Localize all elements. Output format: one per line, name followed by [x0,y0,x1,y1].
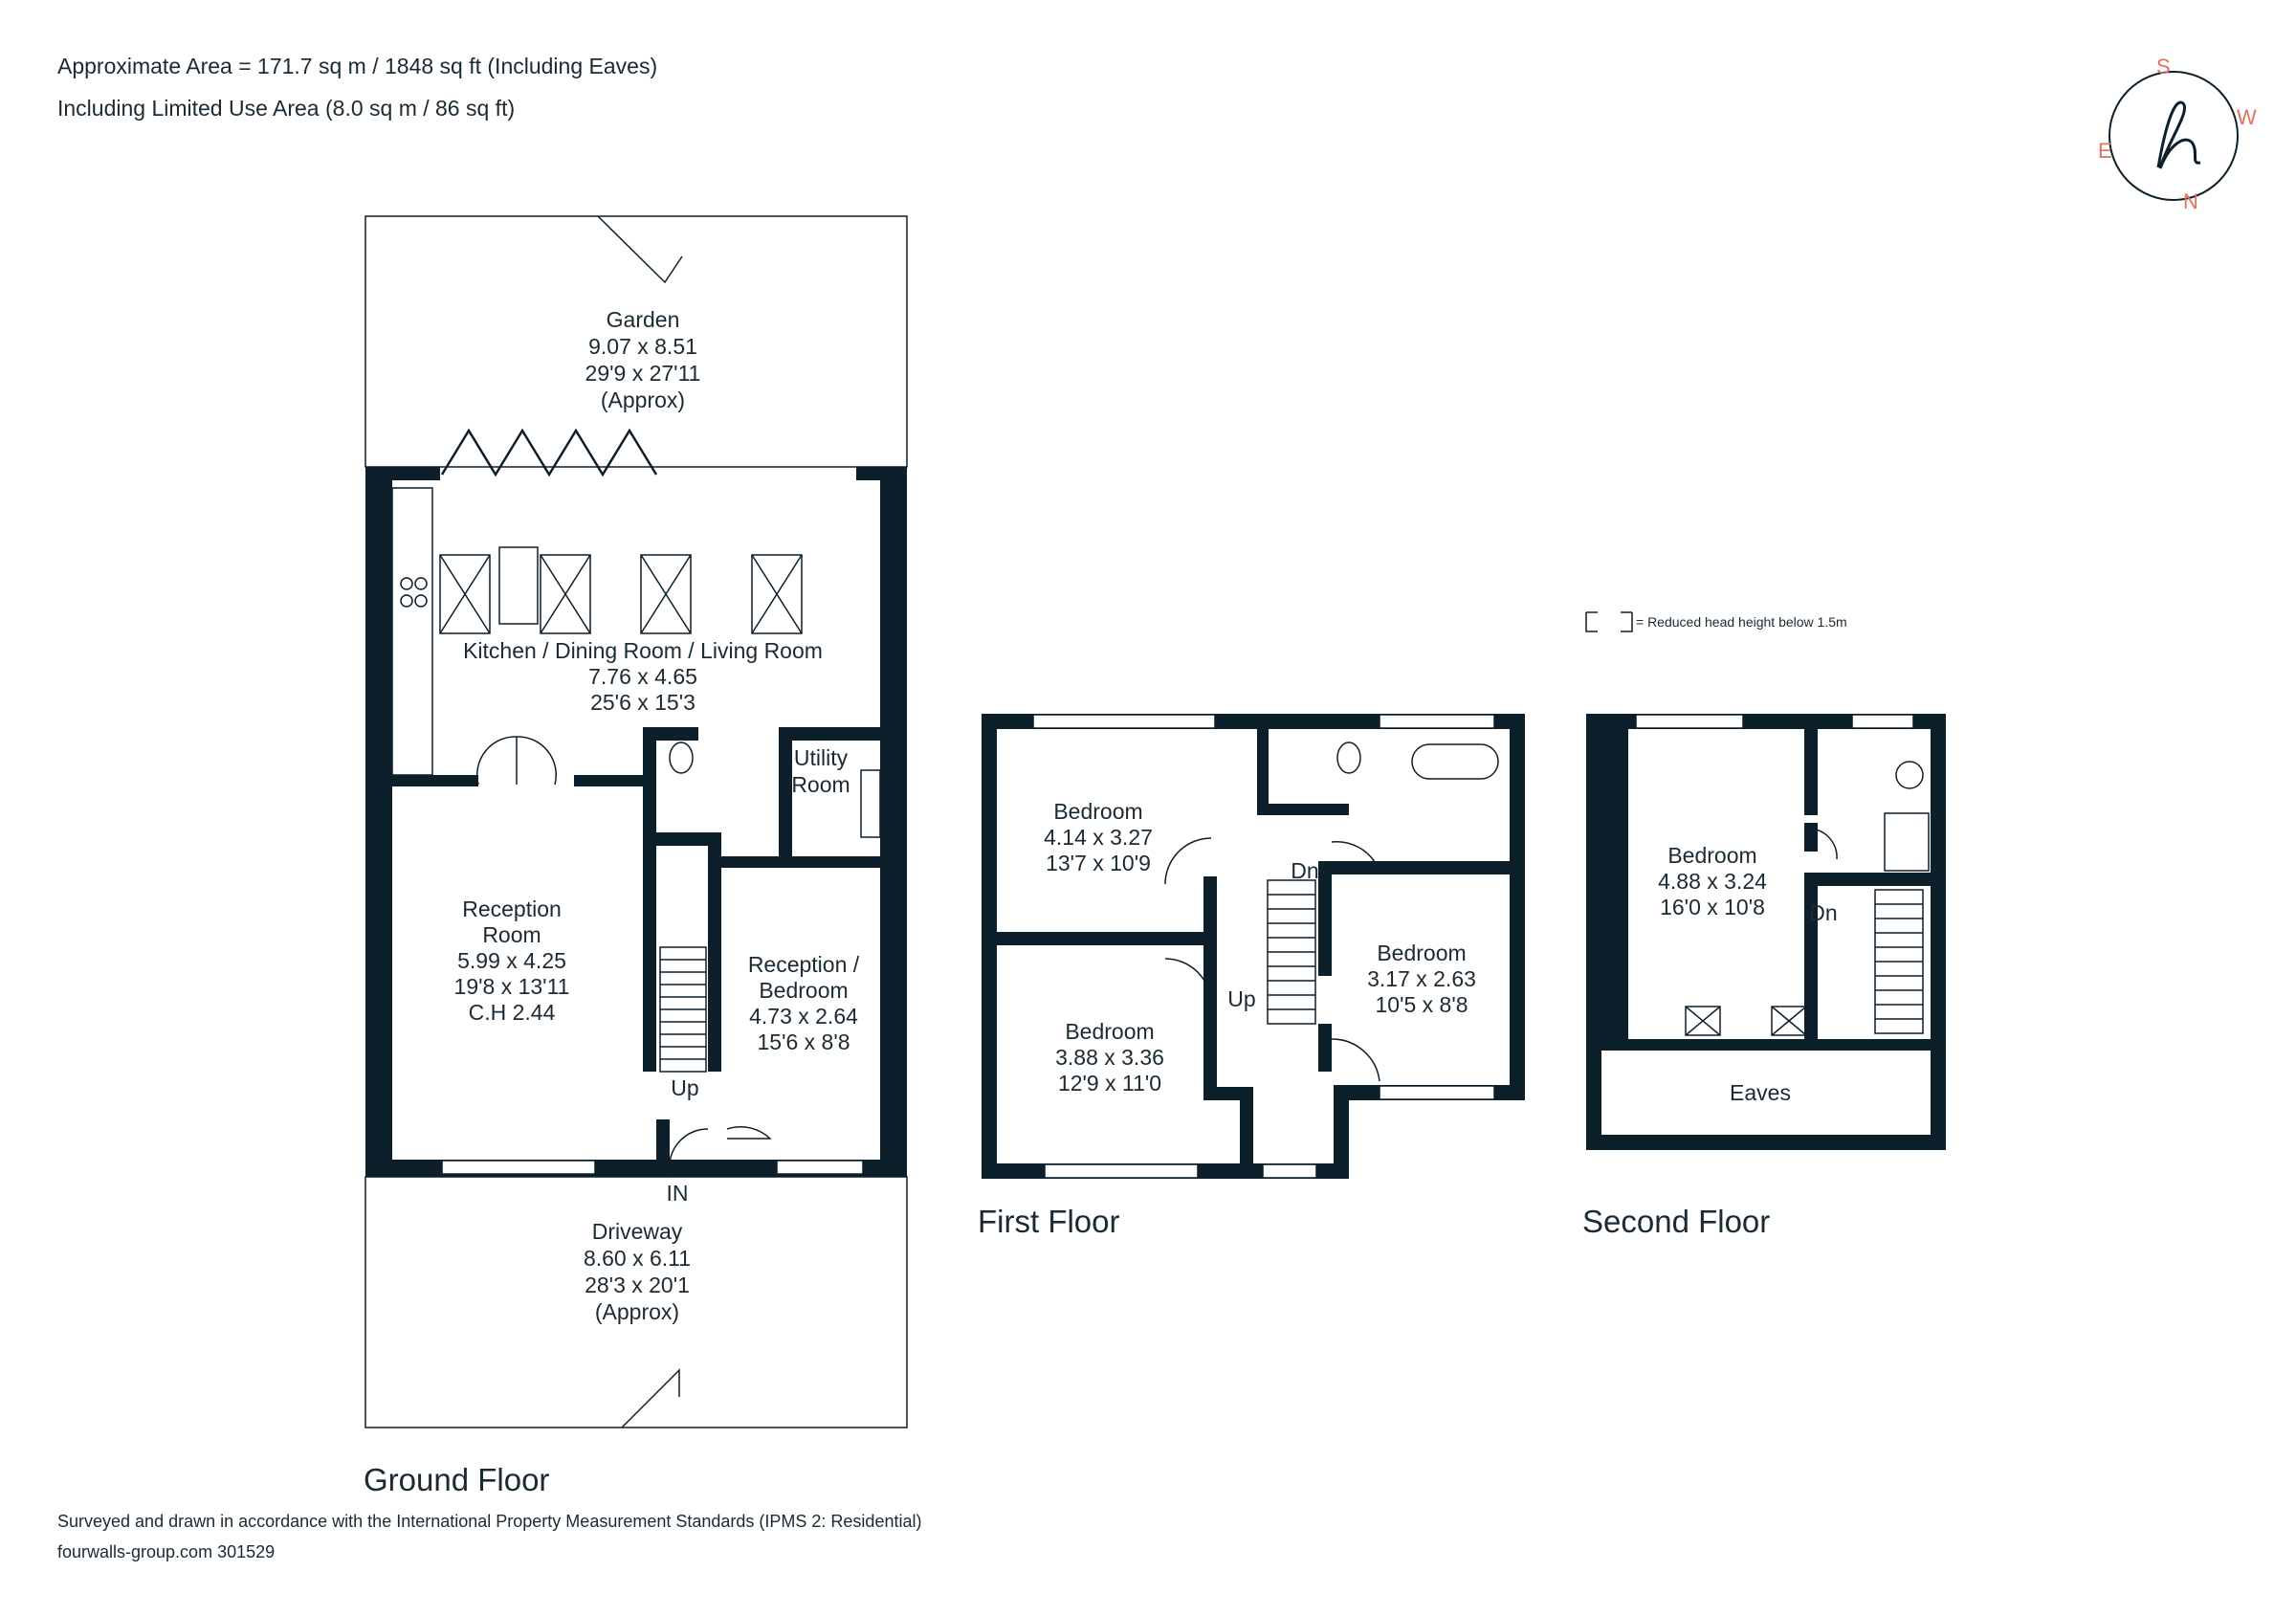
ff-bedroom2-imperial: 12'9 x 11'0 [1058,1071,1161,1096]
reception-bedroom-name-2: Bedroom [759,978,848,1003]
sf-bedroom-imperial: 16'0 x 10'8 [1660,895,1765,919]
reception-name-1: Reception [462,897,562,921]
compass-logo: S W E N [2098,55,2257,213]
kitchen-name: Kitchen / Dining Room / Living Room [463,638,823,663]
ff-bedroom3-metric: 3.17 x 2.63 [1367,966,1476,991]
driveway-note: (Approx) [595,1299,679,1324]
ff-bedroom3-name: Bedroom [1377,941,1466,965]
reception-imperial: 19'8 x 13'11 [454,974,570,999]
reception-bedroom-name-1: Reception / [748,952,860,977]
garden-metric: 9.07 x 8.51 [588,334,697,359]
ff-stairs-down: Dn [1291,858,1318,883]
garden-note: (Approx) [601,387,685,412]
legend: = Reduced head height below 1.5m [1585,611,1847,632]
ff-stairs-up: Up [1227,986,1255,1011]
logo-h-mark [2156,100,2201,169]
limited-use-area: Including Limited Use Area (8.0 sq m / 8… [57,96,516,121]
second-floor-plan: Bedroom 4.88 x 3.24 16'0 x 10'8 Dn Eaves [1586,714,1946,1150]
ff-bedroom1-imperial: 13'7 x 10'9 [1046,851,1151,875]
ff-bedroom3-imperial: 10'5 x 8'8 [1375,992,1468,1017]
compass-east: E [2098,139,2112,163]
ff-bedroom2-metric: 3.88 x 3.36 [1055,1045,1164,1070]
area-summary: Approximate Area = 171.7 sq m / 1848 sq … [57,54,658,78]
ground-floor-title: Ground Floor [364,1462,550,1497]
ground-floor-plan: Garden 9.07 x 8.51 29'9 x 27'11 (Approx)… [364,215,908,1428]
ff-bedroom1-metric: 4.14 x 3.27 [1044,825,1153,850]
compass-west: W [2237,105,2257,129]
sf-bedroom-name: Bedroom [1667,843,1756,868]
reception-bedroom-metric: 4.73 x 2.64 [749,1004,858,1029]
first-floor-plan: Bedroom 4.14 x 3.27 13'7 x 10'9 Bedroom … [982,714,1525,1179]
kitchen-metric: 7.76 x 4.65 [588,664,697,689]
entrance-label: IN [667,1181,689,1206]
sf-bedroom-metric: 4.88 x 3.24 [1658,869,1767,894]
survey-note: Surveyed and drawn in accordance with th… [57,1512,922,1531]
reception-name-2: Room [482,922,541,947]
ground-stairs-up: Up [671,1075,698,1100]
reception-bedroom-imperial: 15'6 x 8'8 [757,1029,850,1054]
driveway-name: Driveway [592,1219,683,1244]
reception-metric: 5.99 x 4.25 [457,948,566,973]
garden-name: Garden [607,307,680,332]
sf-eaves-label: Eaves [1730,1080,1791,1105]
garden-imperial: 29'9 x 27'11 [585,361,701,386]
compass-north: N [2183,189,2198,213]
legend-text: = Reduced head height below 1.5m [1636,614,1847,630]
driveway-metric: 8.60 x 6.11 [584,1246,691,1271]
utility-name-1: Utility [794,745,849,770]
reference-code: fourwalls-group.com 301529 [57,1542,276,1561]
compass-south: S [2156,55,2171,78]
ff-bedroom1-name: Bedroom [1053,799,1142,824]
reception-ceiling: C.H 2.44 [469,1000,556,1025]
kitchen-imperial: 25'6 x 15'3 [590,690,695,715]
utility-name-2: Room [791,772,850,797]
sf-stairs-down: Dn [1809,900,1837,925]
ff-bedroom2-name: Bedroom [1065,1019,1154,1044]
first-floor-title: First Floor [978,1204,1120,1239]
driveway-imperial: 28'3 x 20'1 [585,1273,690,1297]
second-floor-title: Second Floor [1582,1204,1771,1239]
